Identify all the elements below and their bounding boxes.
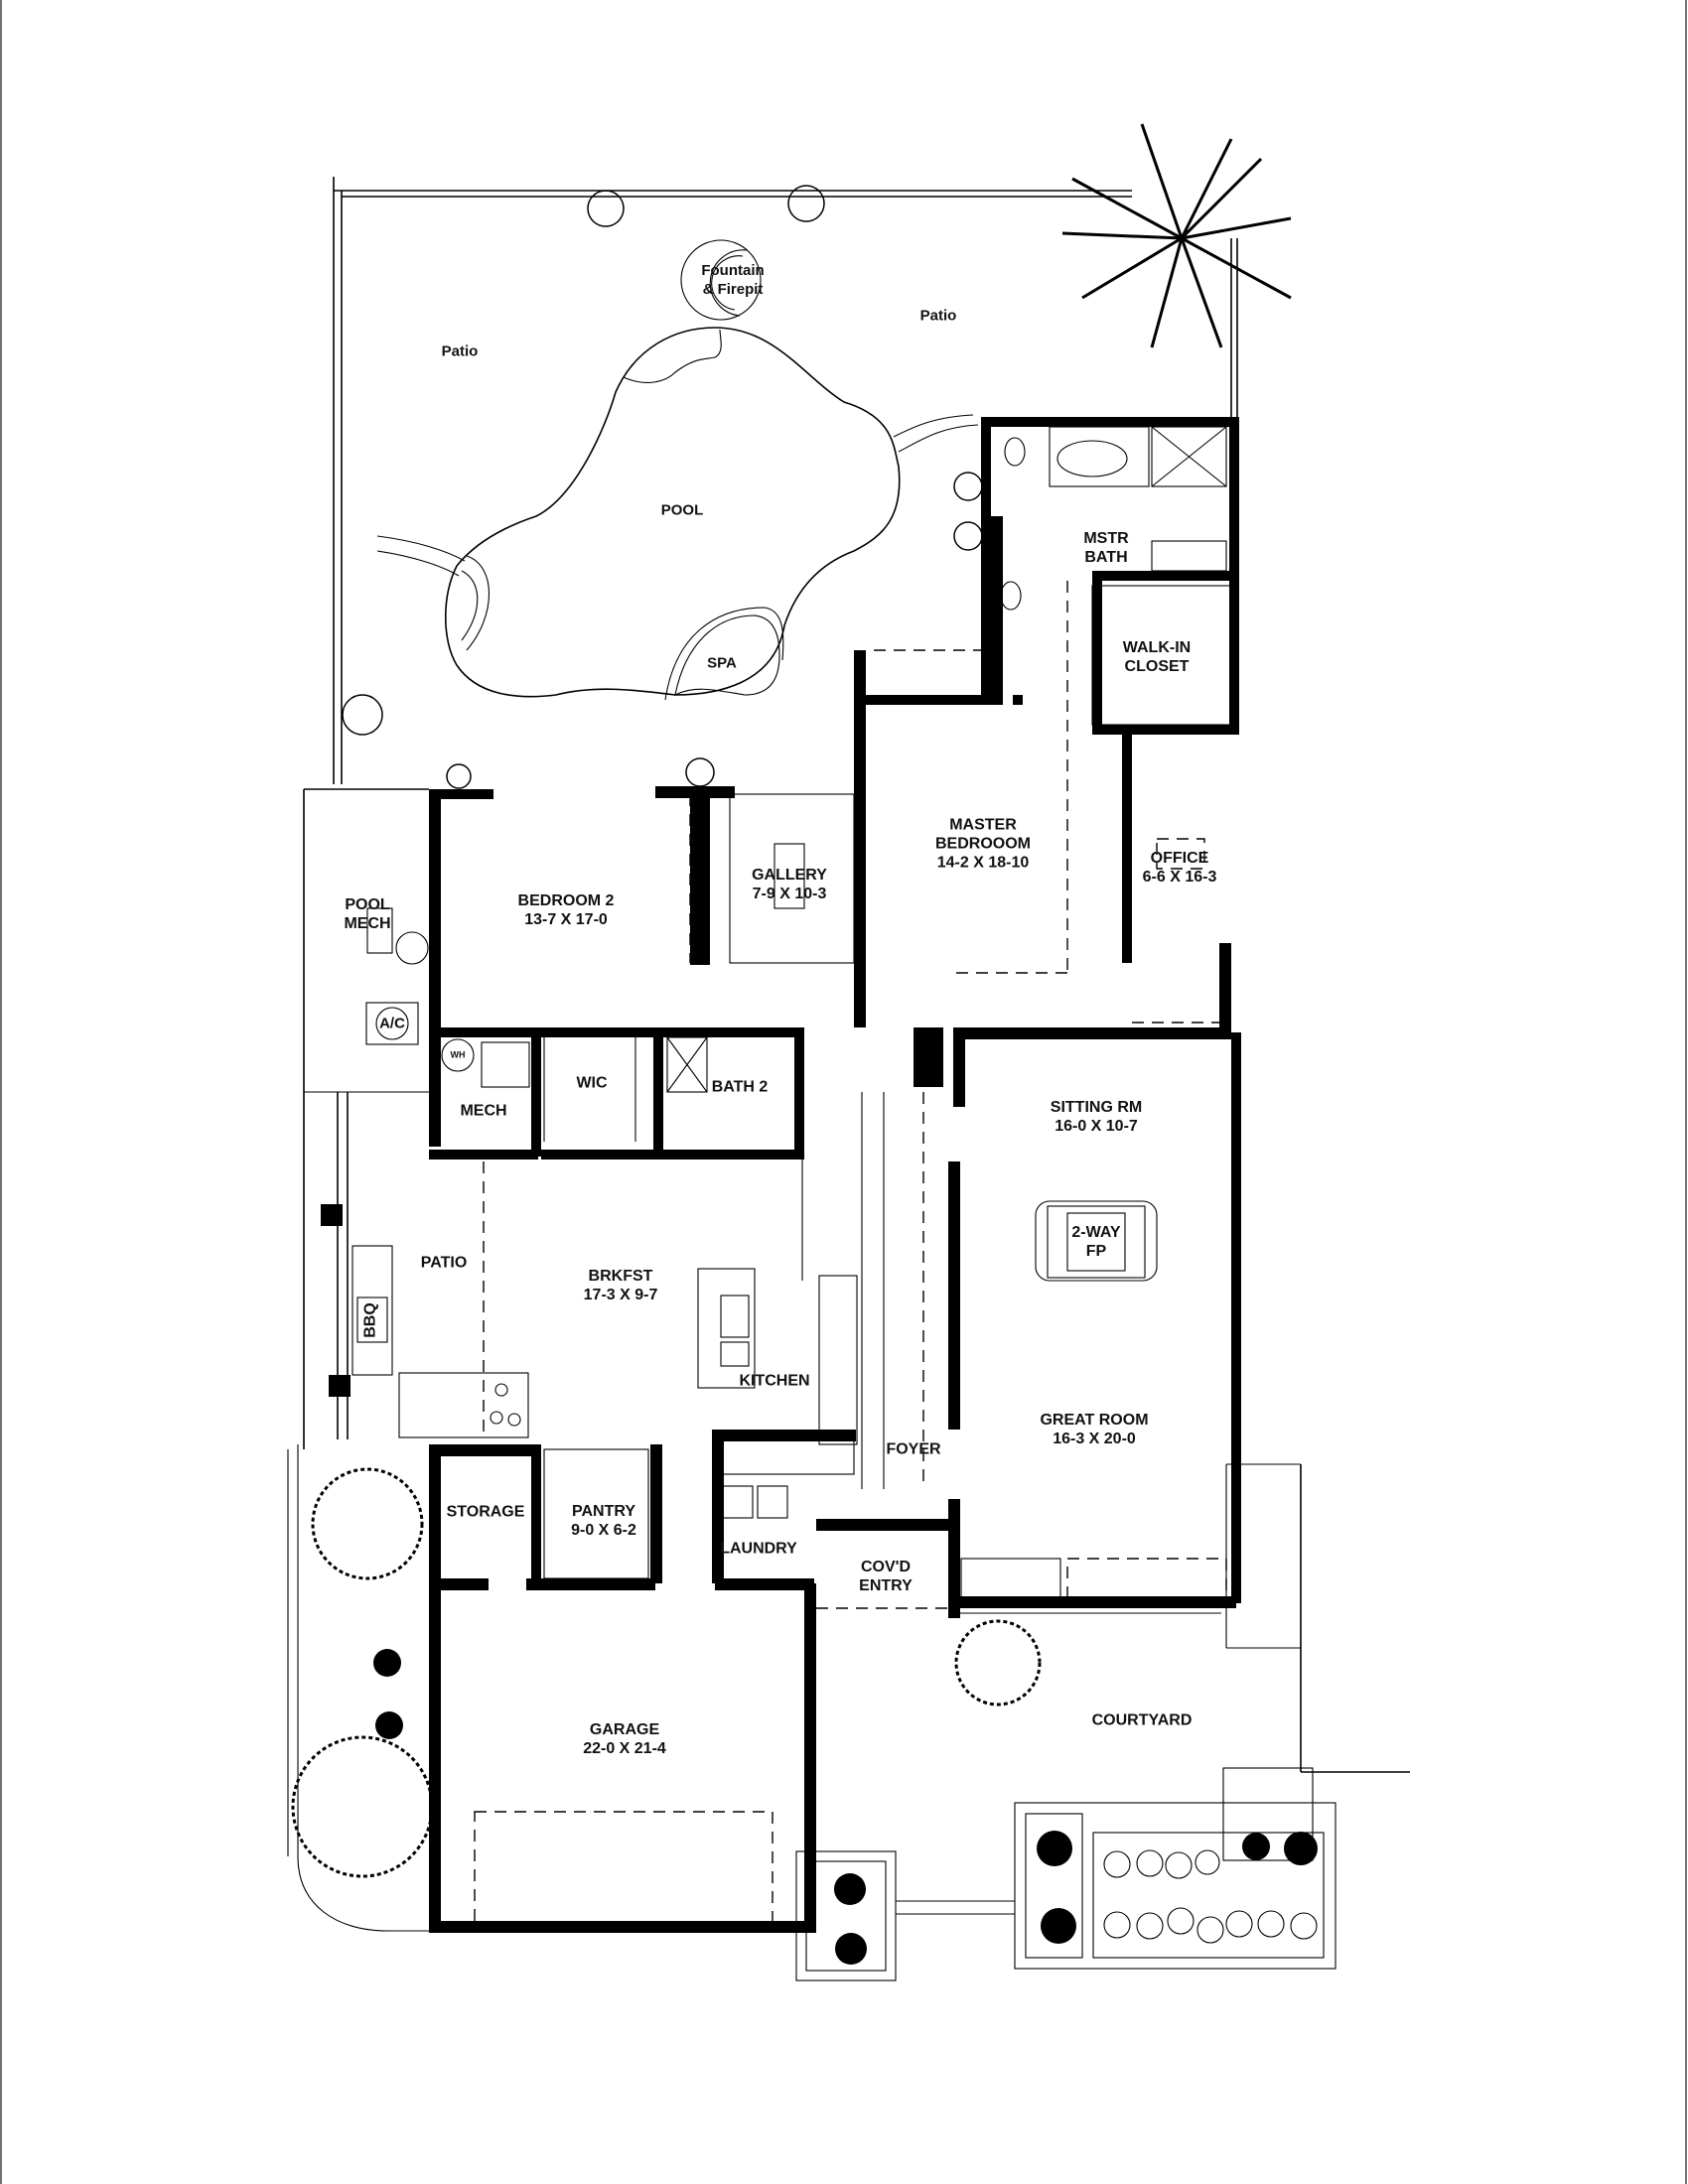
wic-label: WIC (576, 1074, 608, 1092)
sitting-room-label: SITTING RM 16-0 X 10-7 (1050, 1099, 1143, 1135)
spa-label: SPA (707, 654, 737, 672)
foyer-label: FOYER (886, 1440, 941, 1458)
patio-left-label: Patio (441, 342, 479, 360)
fountain-label: Fountain & Firepit (701, 262, 765, 298)
water-heater-label: WH (450, 1049, 466, 1060)
office-label: OFFICE 6-6 X 16-3 (1142, 850, 1217, 886)
ac-label: A/C (379, 1015, 405, 1032)
fireplace-label: 2-WAY FP (1071, 1224, 1121, 1260)
fountain-firepit (680, 239, 762, 321)
gallery-label: GALLERY 7-9 X 10-3 (752, 867, 827, 902)
palm-tree (1061, 123, 1292, 348)
walls (429, 417, 1241, 1933)
interior-details (441, 426, 1232, 1927)
pool-mech-label: POOL MECH (344, 896, 391, 932)
bbq-label: BBQ (361, 1302, 379, 1338)
walk-in-closet-label: WALK-IN CLOSET (1122, 639, 1192, 675)
courtyard-landscape (795, 1463, 1410, 1981)
backyard-fence (333, 177, 1238, 784)
storage-label: STORAGE (446, 1503, 525, 1521)
garage-label: GARAGE 22-0 X 21-4 (583, 1721, 666, 1757)
kitchen-label: KITCHEN (739, 1372, 810, 1390)
shrubs (342, 185, 983, 789)
side-patio-label: PATIO (420, 1254, 468, 1272)
left-landscape (287, 1444, 434, 1932)
bedroom2-label: BEDROOM 2 13-7 X 17-0 (517, 892, 615, 928)
courtyard-label: COURTYARD (1091, 1711, 1193, 1729)
side-yard (303, 788, 529, 1449)
laundry-label: LAUNDRY (720, 1540, 797, 1558)
master-bedroom-label: MASTER BEDROOOM 14-2 X 18-10 (935, 816, 1031, 872)
pantry-label: PANTRY 9-0 X 6-2 (571, 1503, 636, 1539)
mech-label: MECH (460, 1102, 507, 1120)
covd-entry-label: COV'D ENTRY (859, 1559, 913, 1594)
pool-label: POOL (660, 501, 704, 519)
breakfast-label: BRKFST 17-3 X 9-7 (583, 1268, 658, 1303)
great-room-label: GREAT ROOM 16-3 X 20-0 (1040, 1412, 1149, 1447)
pool-outline (376, 327, 979, 701)
master-bath-label: MSTR BATH (1083, 530, 1129, 566)
patio-right-label: Patio (919, 307, 957, 325)
bath2-label: BATH 2 (711, 1078, 769, 1096)
